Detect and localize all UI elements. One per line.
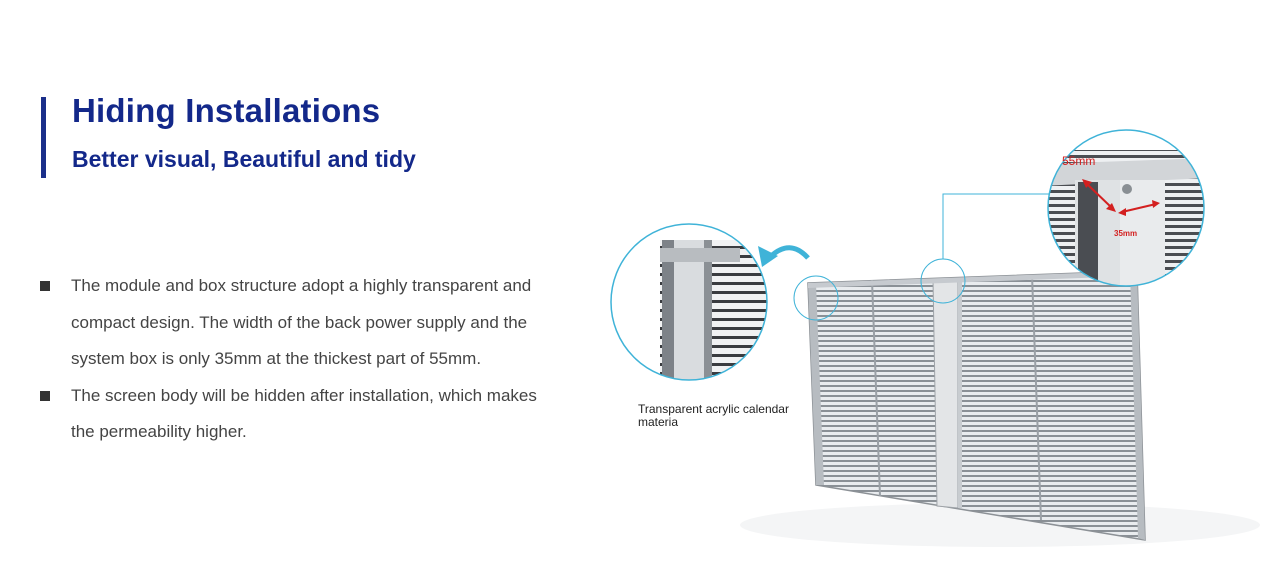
page-title: Hiding Installations: [72, 92, 381, 129]
led-screen-svg: 55mm 35mm: [610, 129, 1260, 547]
curved-arrow-icon: [758, 245, 810, 267]
zoom-origin-left: [793, 275, 839, 321]
zoom-circle-left: [610, 223, 768, 381]
acrylic-callout-label: Transparent acrylic calendar materia: [638, 402, 789, 429]
square-bullet-icon: [40, 281, 50, 291]
square-bullet-icon: [40, 390, 50, 401]
dimension-top-label: 55mm: [1062, 154, 1095, 168]
title-accent-bar: [41, 97, 46, 178]
feature-item: The screen body will be hidden after ins…: [40, 378, 560, 451]
dimension-side-label: 35mm: [1114, 229, 1137, 238]
zoom-circle-right: 55mm 35mm: [1047, 129, 1205, 287]
feature-list: The module and box structure adopt a hig…: [40, 268, 560, 451]
page-subtitle: Better visual, Beautiful and tidy: [72, 146, 416, 172]
feature-text: The screen body will be hidden after ins…: [71, 385, 537, 442]
feature-text: The module and box structure adopt a hig…: [71, 276, 532, 368]
callout-leader-line: [942, 193, 1049, 259]
led-panel-image: [807, 270, 1146, 541]
feature-item: The module and box structure adopt a hig…: [40, 268, 560, 378]
product-illustration: 55mm 35mm: [600, 120, 1282, 565]
